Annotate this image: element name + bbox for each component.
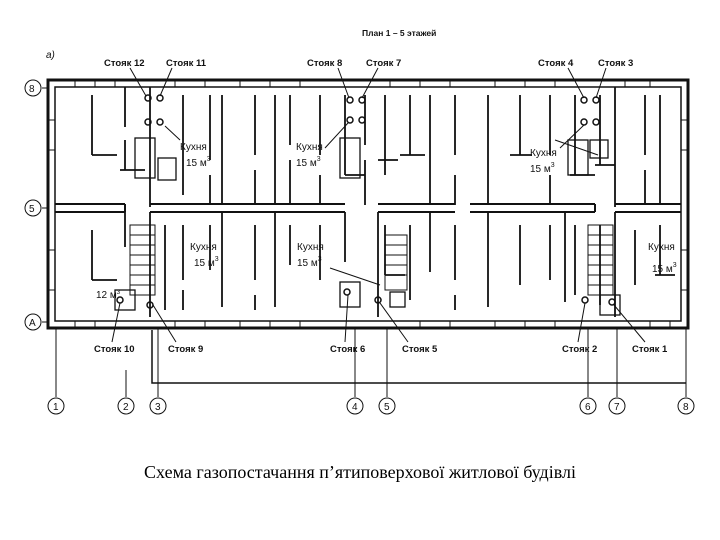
kitchen-area: 15 м3 [530, 162, 555, 175]
axis-label: A [29, 318, 36, 329]
staircases [129, 224, 614, 296]
figure-caption: Схема газопостачання п’ятиповерхової жит… [144, 462, 576, 482]
corridor [55, 203, 681, 213]
gas-risers [116, 94, 616, 309]
stoyak-labels-bottom: Стояк 10 Стояк 9 Стояк 6 Стояк 5 Стояк 2… [94, 344, 668, 355]
stoyak-label: Стояк 12 [104, 58, 145, 69]
kitchen-name: Кухня [180, 142, 207, 153]
axis-label: 2 [123, 402, 129, 413]
vertical-axis-markers: 1 2 3 4 5 6 7 8 [47, 397, 695, 415]
window-marks [48, 80, 688, 328]
stoyak-label: Стояк 1 [632, 344, 668, 355]
kitchen-name: Кухня [648, 242, 675, 253]
stoyak-label: Стояк 2 [562, 344, 597, 355]
floor-plan: План 1 – 5 этажей a) [24, 28, 695, 415]
kitchen-area: 15 м3 [652, 262, 677, 275]
vertical-axes [55, 328, 687, 397]
kitchen-area: 15 м3 [296, 156, 321, 169]
figure-label: a) [46, 50, 55, 61]
axis-label: 1 [53, 402, 59, 413]
axis-label: 7 [614, 402, 620, 413]
stoyak-label: Стояк 9 [168, 344, 203, 355]
axis-label: 3 [155, 402, 161, 413]
kitchen-area: 15 м3 [194, 256, 219, 269]
kitchen-name: Кухня [530, 148, 557, 159]
axis-label: 8 [29, 84, 35, 95]
stoyak-label: Стояк 10 [94, 344, 135, 355]
kitchen-labels: Кухня 15 м3 Кухня 15 м3 Кухня 15 м3 Кухн… [96, 142, 677, 301]
horizontal-axes: 8 5 A [24, 79, 48, 331]
stoyak-label: Стояк 6 [330, 344, 365, 355]
small-room-label: 12 м3 [96, 290, 121, 301]
stoyak-labels-top: Стояк 12 Стояк 11 Стояк 8 Стояк 7 Стояк … [104, 58, 633, 69]
stoyak-label: Стояк 8 [307, 58, 342, 69]
kitchen-name: Кухня [296, 142, 323, 153]
kitchen-area: 15 м3 [186, 156, 211, 169]
axis-label: 8 [683, 402, 689, 413]
kitchen-name: Кухня [190, 242, 217, 253]
plan-title: План 1 – 5 этажей [362, 28, 436, 38]
axis-label: 4 [352, 402, 358, 413]
stoyak-label: Стояк 11 [166, 58, 207, 69]
kitchen-equipment [114, 137, 621, 316]
axis-label: 5 [384, 402, 390, 413]
stoyak-label: Стояк 4 [538, 58, 574, 69]
stoyak-label: Стояк 5 [402, 344, 438, 355]
kitchen-name: Кухня [297, 242, 324, 253]
axis-label: 6 [585, 402, 591, 413]
stoyak-label: Стояк 3 [598, 58, 633, 69]
axis-label: 5 [29, 204, 35, 215]
stoyak-label: Стояк 7 [366, 58, 401, 69]
leader-lines [111, 67, 646, 343]
interior-walls-top [91, 87, 661, 207]
kitchen-area: 15 м3 [297, 256, 322, 269]
